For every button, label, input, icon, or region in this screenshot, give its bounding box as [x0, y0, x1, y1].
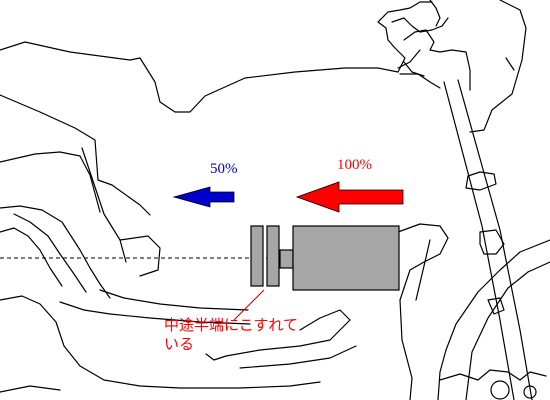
label-50-percent: 50% [210, 161, 238, 177]
sprocket-assembly [250, 225, 400, 291]
arrow-50-percent [172, 186, 235, 208]
drive-block [292, 225, 400, 291]
outer-plate [250, 225, 264, 287]
annotation-text: 中途半端にこすれて いる [164, 316, 298, 353]
annotation-leader [233, 289, 265, 321]
inner-plate [266, 225, 280, 287]
label-100-percent: 100% [337, 157, 372, 173]
shaft [279, 249, 294, 269]
arrow-100-percent [295, 181, 404, 213]
